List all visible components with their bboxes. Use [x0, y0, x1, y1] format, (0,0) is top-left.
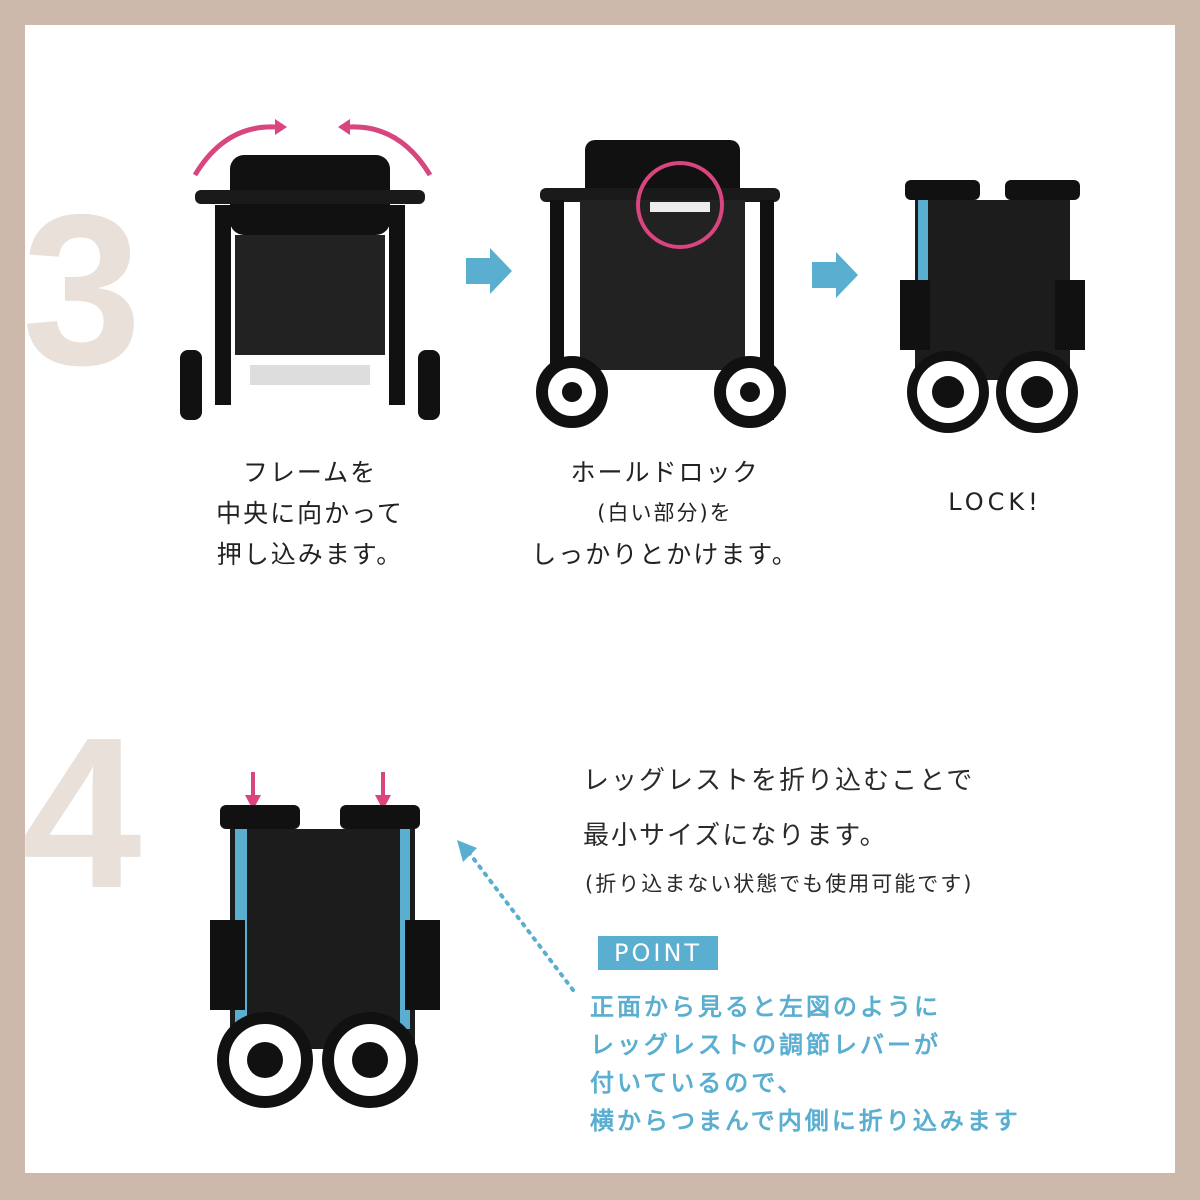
point-text-line: レッグレストの調節レバーが — [590, 1031, 941, 1059]
step4-description-line-1: レッグレストを折り込むことで — [583, 766, 975, 796]
point-text-line: 正面から見ると左図のように — [590, 993, 941, 1021]
caption-line: 押し込みます。 — [216, 540, 404, 569]
step4-description-line-2: 最小サイズになります。 — [583, 821, 888, 851]
caption-line: しっかりとかけます。 — [531, 540, 799, 569]
dotted-arrow-icon — [457, 840, 575, 992]
caption-step3-1: フレームを 中央に向かって 押し込みます。 — [170, 452, 450, 575]
step-arrow-1-head — [490, 248, 512, 294]
point-text-line: 付いているので、 — [590, 1069, 805, 1097]
caption-line: (白い部分)を — [597, 501, 733, 525]
caption-line: LOCK! — [948, 488, 1042, 516]
step-arrow-2 — [812, 262, 836, 288]
step-number-3: 3 — [22, 169, 142, 410]
step-arrow-2-head — [836, 252, 858, 298]
point-badge: POINT — [598, 936, 719, 970]
stroller-locked-image — [900, 180, 1085, 433]
point-text-line: 横からつまんで内側に折り込みます — [590, 1107, 1021, 1135]
point-text: 正面から見ると左図のように レッグレストの調節レバーが 付いているので、 横から… — [590, 988, 1021, 1140]
stroller-hold-lock-image — [536, 140, 786, 428]
stroller-legrest-folded-image — [210, 772, 440, 1108]
step-number-4: 4 — [22, 692, 142, 933]
caption-line: フレームを — [242, 458, 378, 487]
caption-line: 中央に向かって — [216, 499, 404, 528]
caption-step3-2: ホールドロック (白い部分)を しっかりとかけます。 — [510, 452, 820, 575]
step-arrow-1 — [466, 258, 490, 284]
caption-line: ホールドロック — [570, 458, 760, 487]
caption-step3-3: LOCK! — [900, 482, 1090, 523]
step4-description-note: (折り込まない状態でも使用可能です) — [585, 872, 974, 896]
stroller-open-image — [180, 119, 440, 420]
